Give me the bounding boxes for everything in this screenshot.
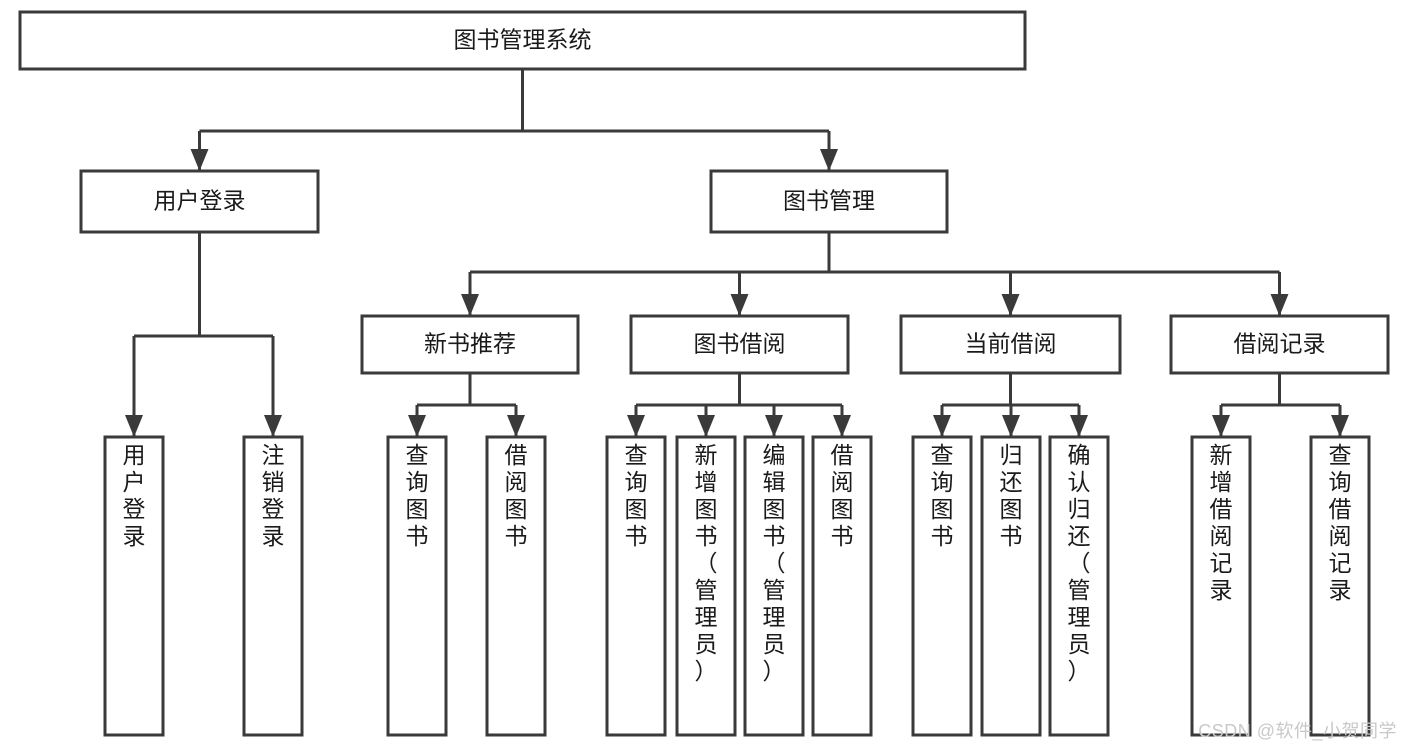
node-label: 当前借阅 xyxy=(965,331,1057,357)
node-label: 借阅图书 xyxy=(505,442,528,549)
node-label: 用户登录 xyxy=(154,188,246,214)
node-label: 查询借阅记录 xyxy=(1329,442,1352,603)
node-label: 图书借阅 xyxy=(694,331,786,357)
node-leaf-add-record[interactable]: 新增借阅记录 xyxy=(1190,435,1252,737)
node-leaf-query-book-c[interactable]: 查询图书 xyxy=(911,435,973,737)
node-label: 查询图书 xyxy=(625,442,648,549)
node-box[interactable] xyxy=(675,435,737,737)
node-leaf-query-book-a[interactable]: 查询图书 xyxy=(386,435,448,737)
node-label: 新增借阅记录 xyxy=(1210,442,1233,603)
arrow-head-icon xyxy=(765,415,783,437)
node-label: 图书管理 xyxy=(783,188,875,214)
node-box[interactable] xyxy=(980,435,1042,737)
node-leaf-logout[interactable]: 注销登录 xyxy=(242,435,304,737)
node-label: 新增图书（管理员） xyxy=(695,442,718,684)
node-box[interactable] xyxy=(1190,435,1252,737)
node-leaf-query-book-b[interactable]: 查询图书 xyxy=(605,435,667,737)
arrow-head-icon xyxy=(190,149,209,171)
arrow-head-icon xyxy=(730,294,749,316)
node-label: 查询图书 xyxy=(931,442,954,549)
node-box[interactable] xyxy=(743,435,805,737)
node-leaf-return-book[interactable]: 归还图书 xyxy=(980,435,1042,737)
nodes-layer: 图书管理系统用户登录图书管理新书推荐图书借阅当前借阅借阅记录用户登录注销登录查询… xyxy=(18,10,1390,737)
arrow-head-icon xyxy=(1331,415,1349,437)
node-label: 用户登录 xyxy=(123,442,146,549)
node-book-borrow[interactable]: 图书借阅 xyxy=(629,314,850,375)
arrow-head-icon xyxy=(507,415,525,437)
node-box[interactable] xyxy=(386,435,448,737)
node-label: 新书推荐 xyxy=(424,331,516,357)
arrow-head-icon xyxy=(820,149,838,171)
node-user-login[interactable]: 用户登录 xyxy=(79,169,320,234)
arrow-head-icon xyxy=(125,415,143,437)
connectors-layer xyxy=(125,69,1349,437)
node-label: 借阅图书 xyxy=(831,442,854,549)
arrow-head-icon xyxy=(408,415,426,437)
node-box[interactable] xyxy=(485,435,547,737)
node-new-book-rec[interactable]: 新书推荐 xyxy=(360,314,580,375)
arrow-head-icon xyxy=(1212,415,1230,437)
node-label: 归还图书 xyxy=(1000,442,1023,549)
node-box[interactable] xyxy=(103,435,165,737)
watermark: CSDN @软件_小贺同学 xyxy=(1198,721,1397,741)
node-label: 借阅记录 xyxy=(1234,331,1326,357)
arrow-head-icon xyxy=(627,415,645,437)
node-leaf-query-record[interactable]: 查询借阅记录 xyxy=(1309,435,1371,737)
arrow-head-icon xyxy=(697,415,715,437)
arrow-head-icon xyxy=(833,415,851,437)
node-box[interactable] xyxy=(242,435,304,737)
node-label: 编辑图书（管理员） xyxy=(763,442,786,684)
node-box[interactable] xyxy=(1169,314,1390,375)
node-borrow-record[interactable]: 借阅记录 xyxy=(1169,314,1390,375)
node-leaf-add-book[interactable]: 新增图书（管理员） xyxy=(675,435,737,737)
arrow-head-icon xyxy=(933,415,951,437)
arrow-head-icon xyxy=(1002,415,1020,437)
node-label: 确认归还（管理员） xyxy=(1068,442,1091,684)
node-root[interactable]: 图书管理系统 xyxy=(18,10,1027,71)
node-label: 查询图书 xyxy=(406,442,429,549)
node-box[interactable] xyxy=(811,435,873,737)
node-box[interactable] xyxy=(629,314,850,375)
node-box[interactable] xyxy=(360,314,580,375)
node-current-borrow[interactable]: 当前借阅 xyxy=(899,314,1122,375)
arrow-head-icon xyxy=(1270,294,1289,316)
node-leaf-borrow-book-b[interactable]: 借阅图书 xyxy=(811,435,873,737)
node-leaf-borrow-book-a[interactable]: 借阅图书 xyxy=(485,435,547,737)
node-box[interactable] xyxy=(605,435,667,737)
node-label: 注销登录 xyxy=(262,442,285,549)
arrow-head-icon xyxy=(1070,415,1088,437)
node-box[interactable] xyxy=(709,169,949,234)
node-label: 图书管理系统 xyxy=(454,27,592,53)
node-box[interactable] xyxy=(911,435,973,737)
node-leaf-edit-book[interactable]: 编辑图书（管理员） xyxy=(743,435,805,737)
arrow-head-icon xyxy=(264,415,282,437)
node-box[interactable] xyxy=(899,314,1122,375)
arrow-head-icon xyxy=(461,294,479,316)
node-box[interactable] xyxy=(1309,435,1371,737)
node-leaf-user-login[interactable]: 用户登录 xyxy=(103,435,165,737)
node-leaf-confirm-return[interactable]: 确认归还（管理员） xyxy=(1048,435,1110,737)
node-box[interactable] xyxy=(79,169,320,234)
node-box[interactable] xyxy=(1048,435,1110,737)
arrow-head-icon xyxy=(1001,294,1020,316)
node-box[interactable] xyxy=(18,10,1027,71)
node-book-manage[interactable]: 图书管理 xyxy=(709,169,949,234)
